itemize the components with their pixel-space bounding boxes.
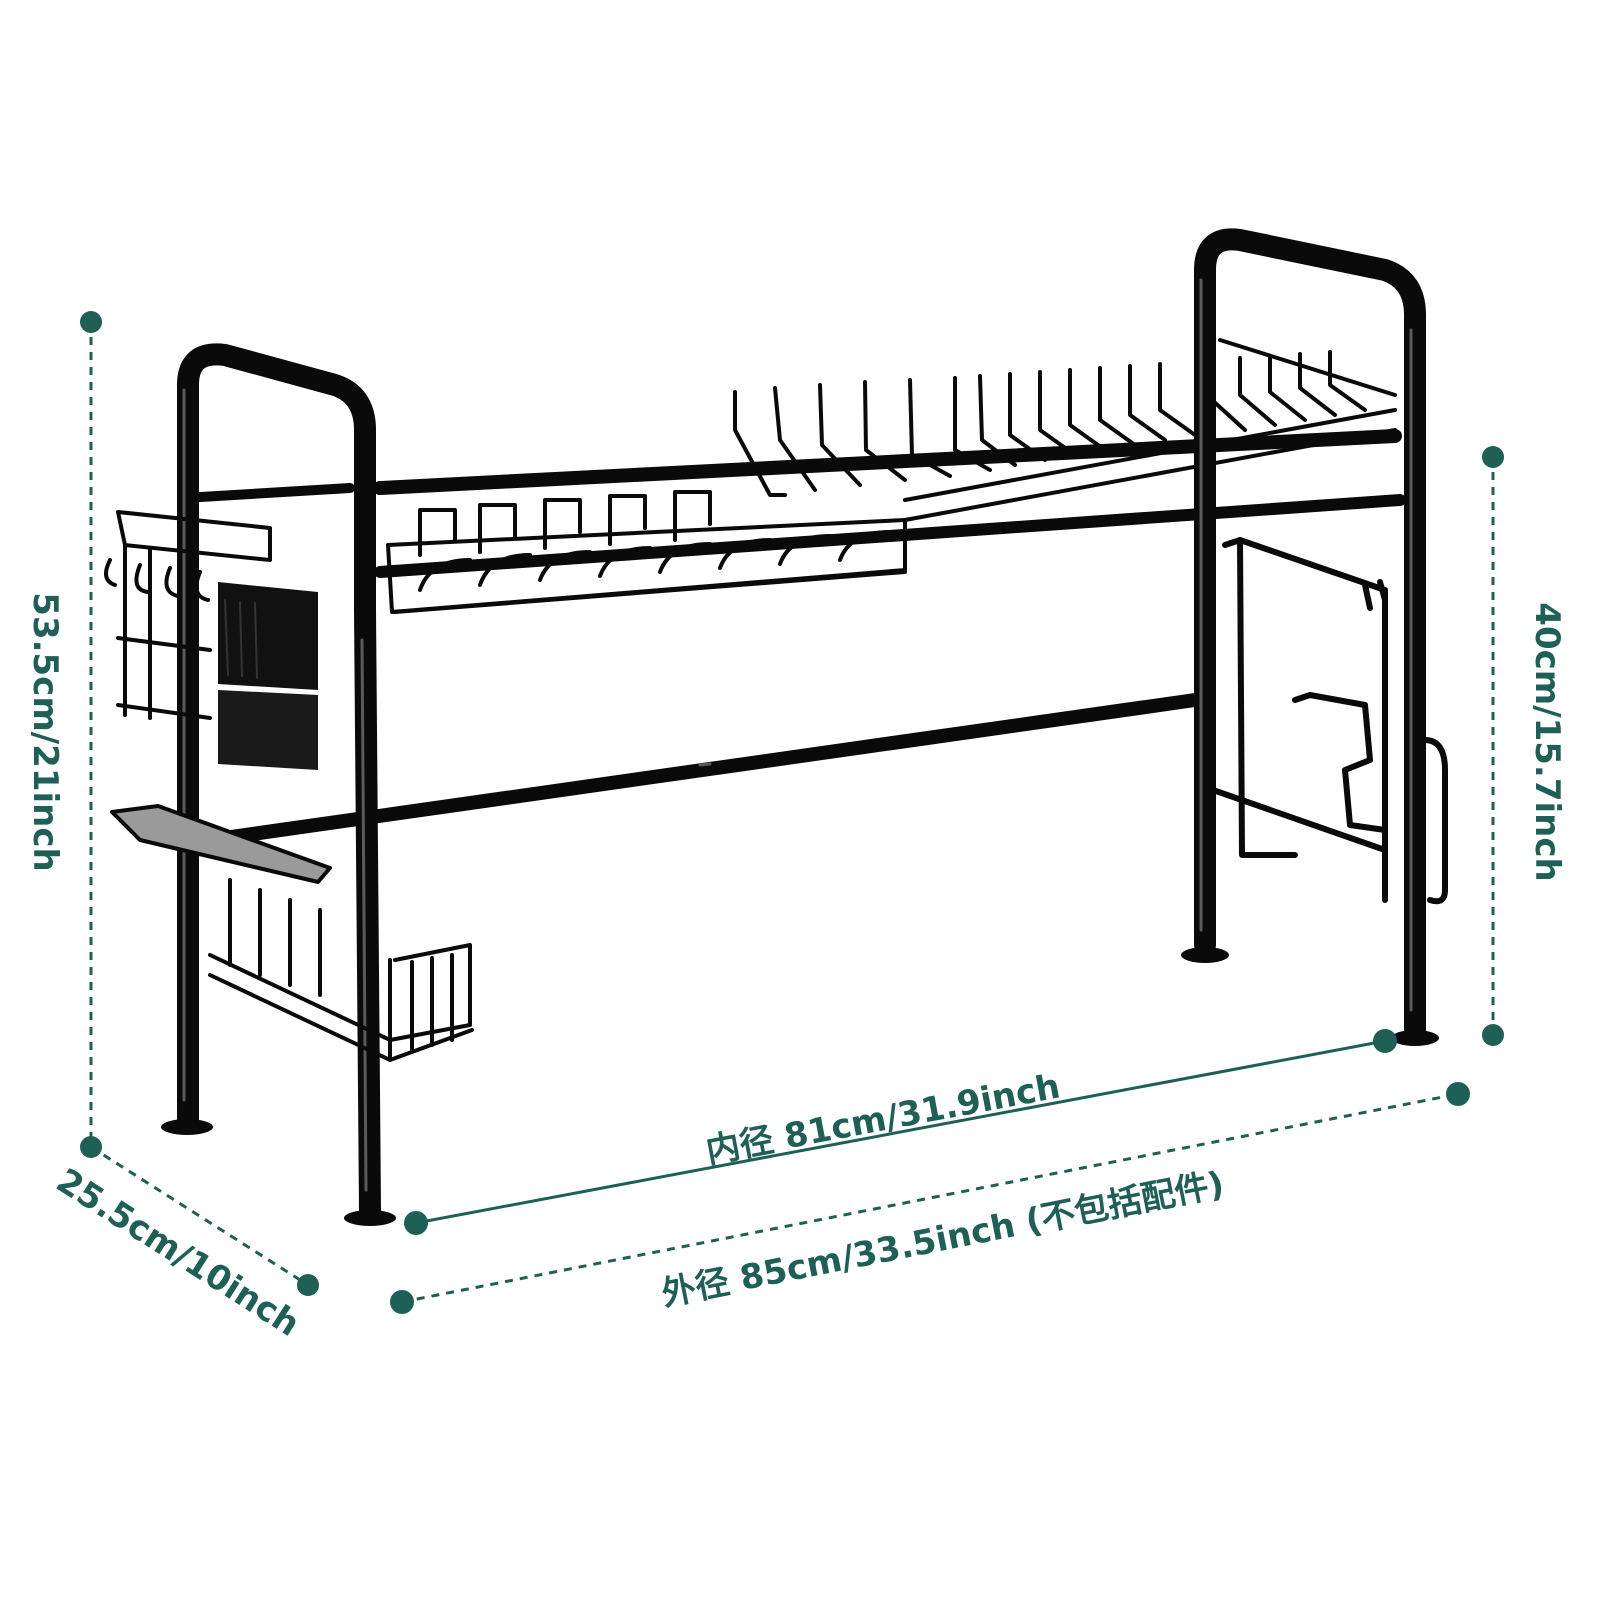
utensil-cup	[218, 582, 318, 770]
outer-width-endpoint-left	[390, 1290, 414, 1314]
inner-width-label: 内径 81cm/31.9inch	[703, 1066, 1063, 1171]
right-frame	[1194, 228, 1426, 1041]
height-label: 53.5cm/21inch	[25, 592, 65, 871]
inner-width-endpoint-right	[1373, 1029, 1397, 1053]
depth-dimension: 25.5cm/10inch	[49, 1145, 319, 1345]
outer-width-endpoint-right	[1446, 1082, 1470, 1106]
right-frame-highlight	[1199, 278, 1413, 1012]
right-plate-rack	[733, 338, 1397, 522]
depth-endpoint-right	[297, 1274, 319, 1296]
inner-width-line	[415, 1039, 1386, 1225]
depth-dashed-line	[90, 1145, 309, 1287]
side-utensil-basket	[104, 510, 272, 722]
height-endpoint-top	[80, 311, 102, 333]
inner-height-endpoint-top	[1482, 446, 1504, 468]
cutting-board-holder	[1210, 537, 1448, 905]
lower-side-basket	[208, 878, 474, 1062]
inner-width-dimension: 内径 81cm/31.9inch	[404, 1029, 1397, 1235]
rack-feet	[161, 947, 1439, 1226]
left-dish-basket	[386, 490, 907, 614]
inner-height-dimension: 40cm/15.7inch	[1482, 446, 1567, 1046]
outer-width-label: 外径 85cm/33.5inch (不包括配件)	[658, 1164, 1227, 1314]
inner-width-endpoint-left	[404, 1211, 428, 1235]
drain-tray	[110, 804, 332, 884]
depth-label: 25.5cm/10inch	[49, 1161, 306, 1345]
inner-height-label: 40cm/15.7inch	[1527, 602, 1567, 881]
left-frame-highlight	[182, 388, 368, 1192]
dish-rack-illustration	[104, 228, 1448, 1226]
left-frame	[177, 343, 381, 1221]
inner-height-endpoint-bottom	[1482, 1024, 1504, 1046]
height-dimension: 53.5cm/21inch	[25, 311, 102, 1158]
